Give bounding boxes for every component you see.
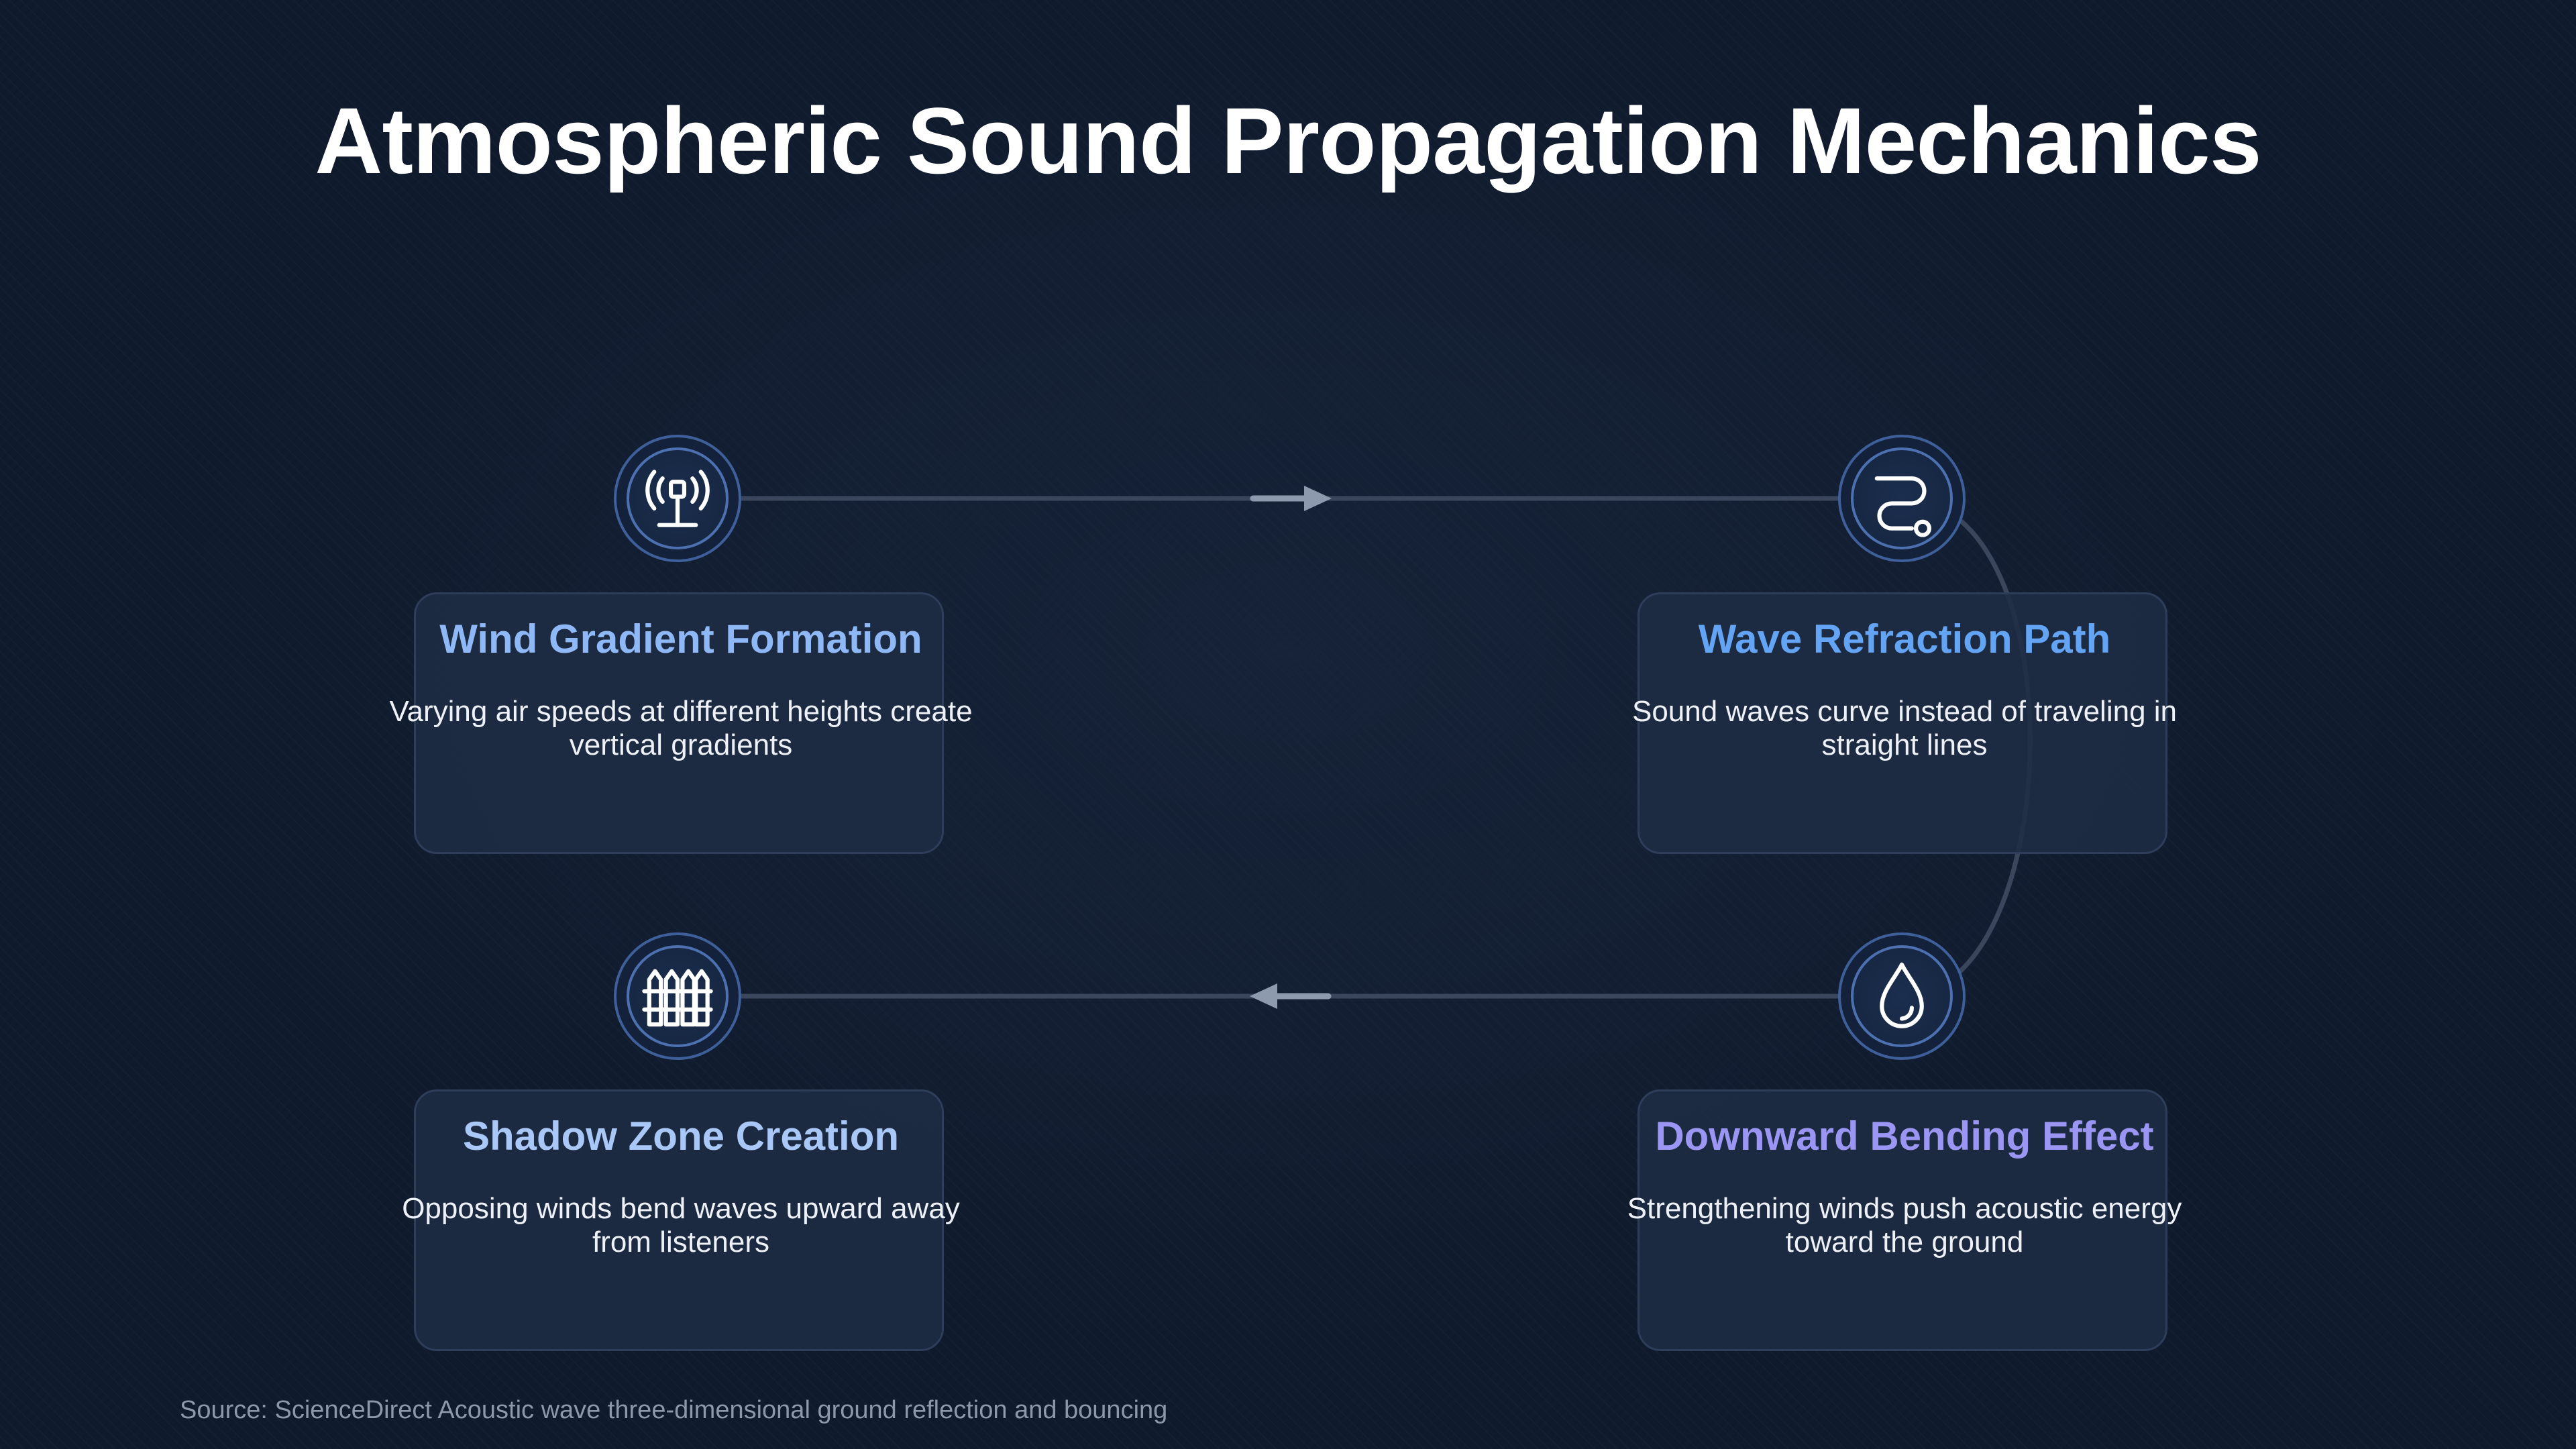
flow-arrow-left bbox=[1250, 983, 1332, 1009]
step-2-title: Wave Refraction Path bbox=[1698, 616, 2111, 661]
step-1-title: Wind Gradient Formation bbox=[439, 616, 922, 661]
source-note: Source: ScienceDirect Acoustic wave thre… bbox=[180, 1396, 1168, 1424]
step-3-node bbox=[1838, 932, 1966, 1060]
step-3-description: Strengthening winds push acoustic energy… bbox=[1627, 1192, 2182, 1258]
step-1-card: Wind Gradient Formation Varying air spee… bbox=[389, 592, 973, 854]
flow-arrow-right bbox=[1250, 486, 1332, 511]
step-3-title: Downward Bending Effect bbox=[1655, 1114, 2154, 1159]
step-2-node bbox=[1838, 435, 1966, 562]
curved-path-icon bbox=[1874, 476, 1932, 537]
fence-icon bbox=[642, 969, 713, 1027]
antenna-tower-icon bbox=[645, 470, 710, 527]
step-4-description: Opposing winds bend waves upward away fr… bbox=[402, 1192, 960, 1258]
step-1-description: Varying air speeds at different heights … bbox=[389, 695, 973, 761]
step-3-card: Downward Bending Effect Strengthening wi… bbox=[1627, 1089, 2182, 1351]
step-4-node bbox=[614, 932, 741, 1060]
droplet-icon bbox=[1880, 962, 1924, 1028]
step-4-card: Shadow Zone Creation Opposing winds bend… bbox=[402, 1089, 960, 1351]
step-4-title: Shadow Zone Creation bbox=[462, 1114, 900, 1159]
step-2-description: Sound waves curve instead of traveling i… bbox=[1631, 695, 2178, 761]
step-2-card: Wave Refraction Path Sound waves curve i… bbox=[1632, 592, 2177, 854]
step-1-node bbox=[614, 435, 741, 562]
page-title: Atmospheric Sound Propagation Mechanics bbox=[315, 88, 2261, 193]
